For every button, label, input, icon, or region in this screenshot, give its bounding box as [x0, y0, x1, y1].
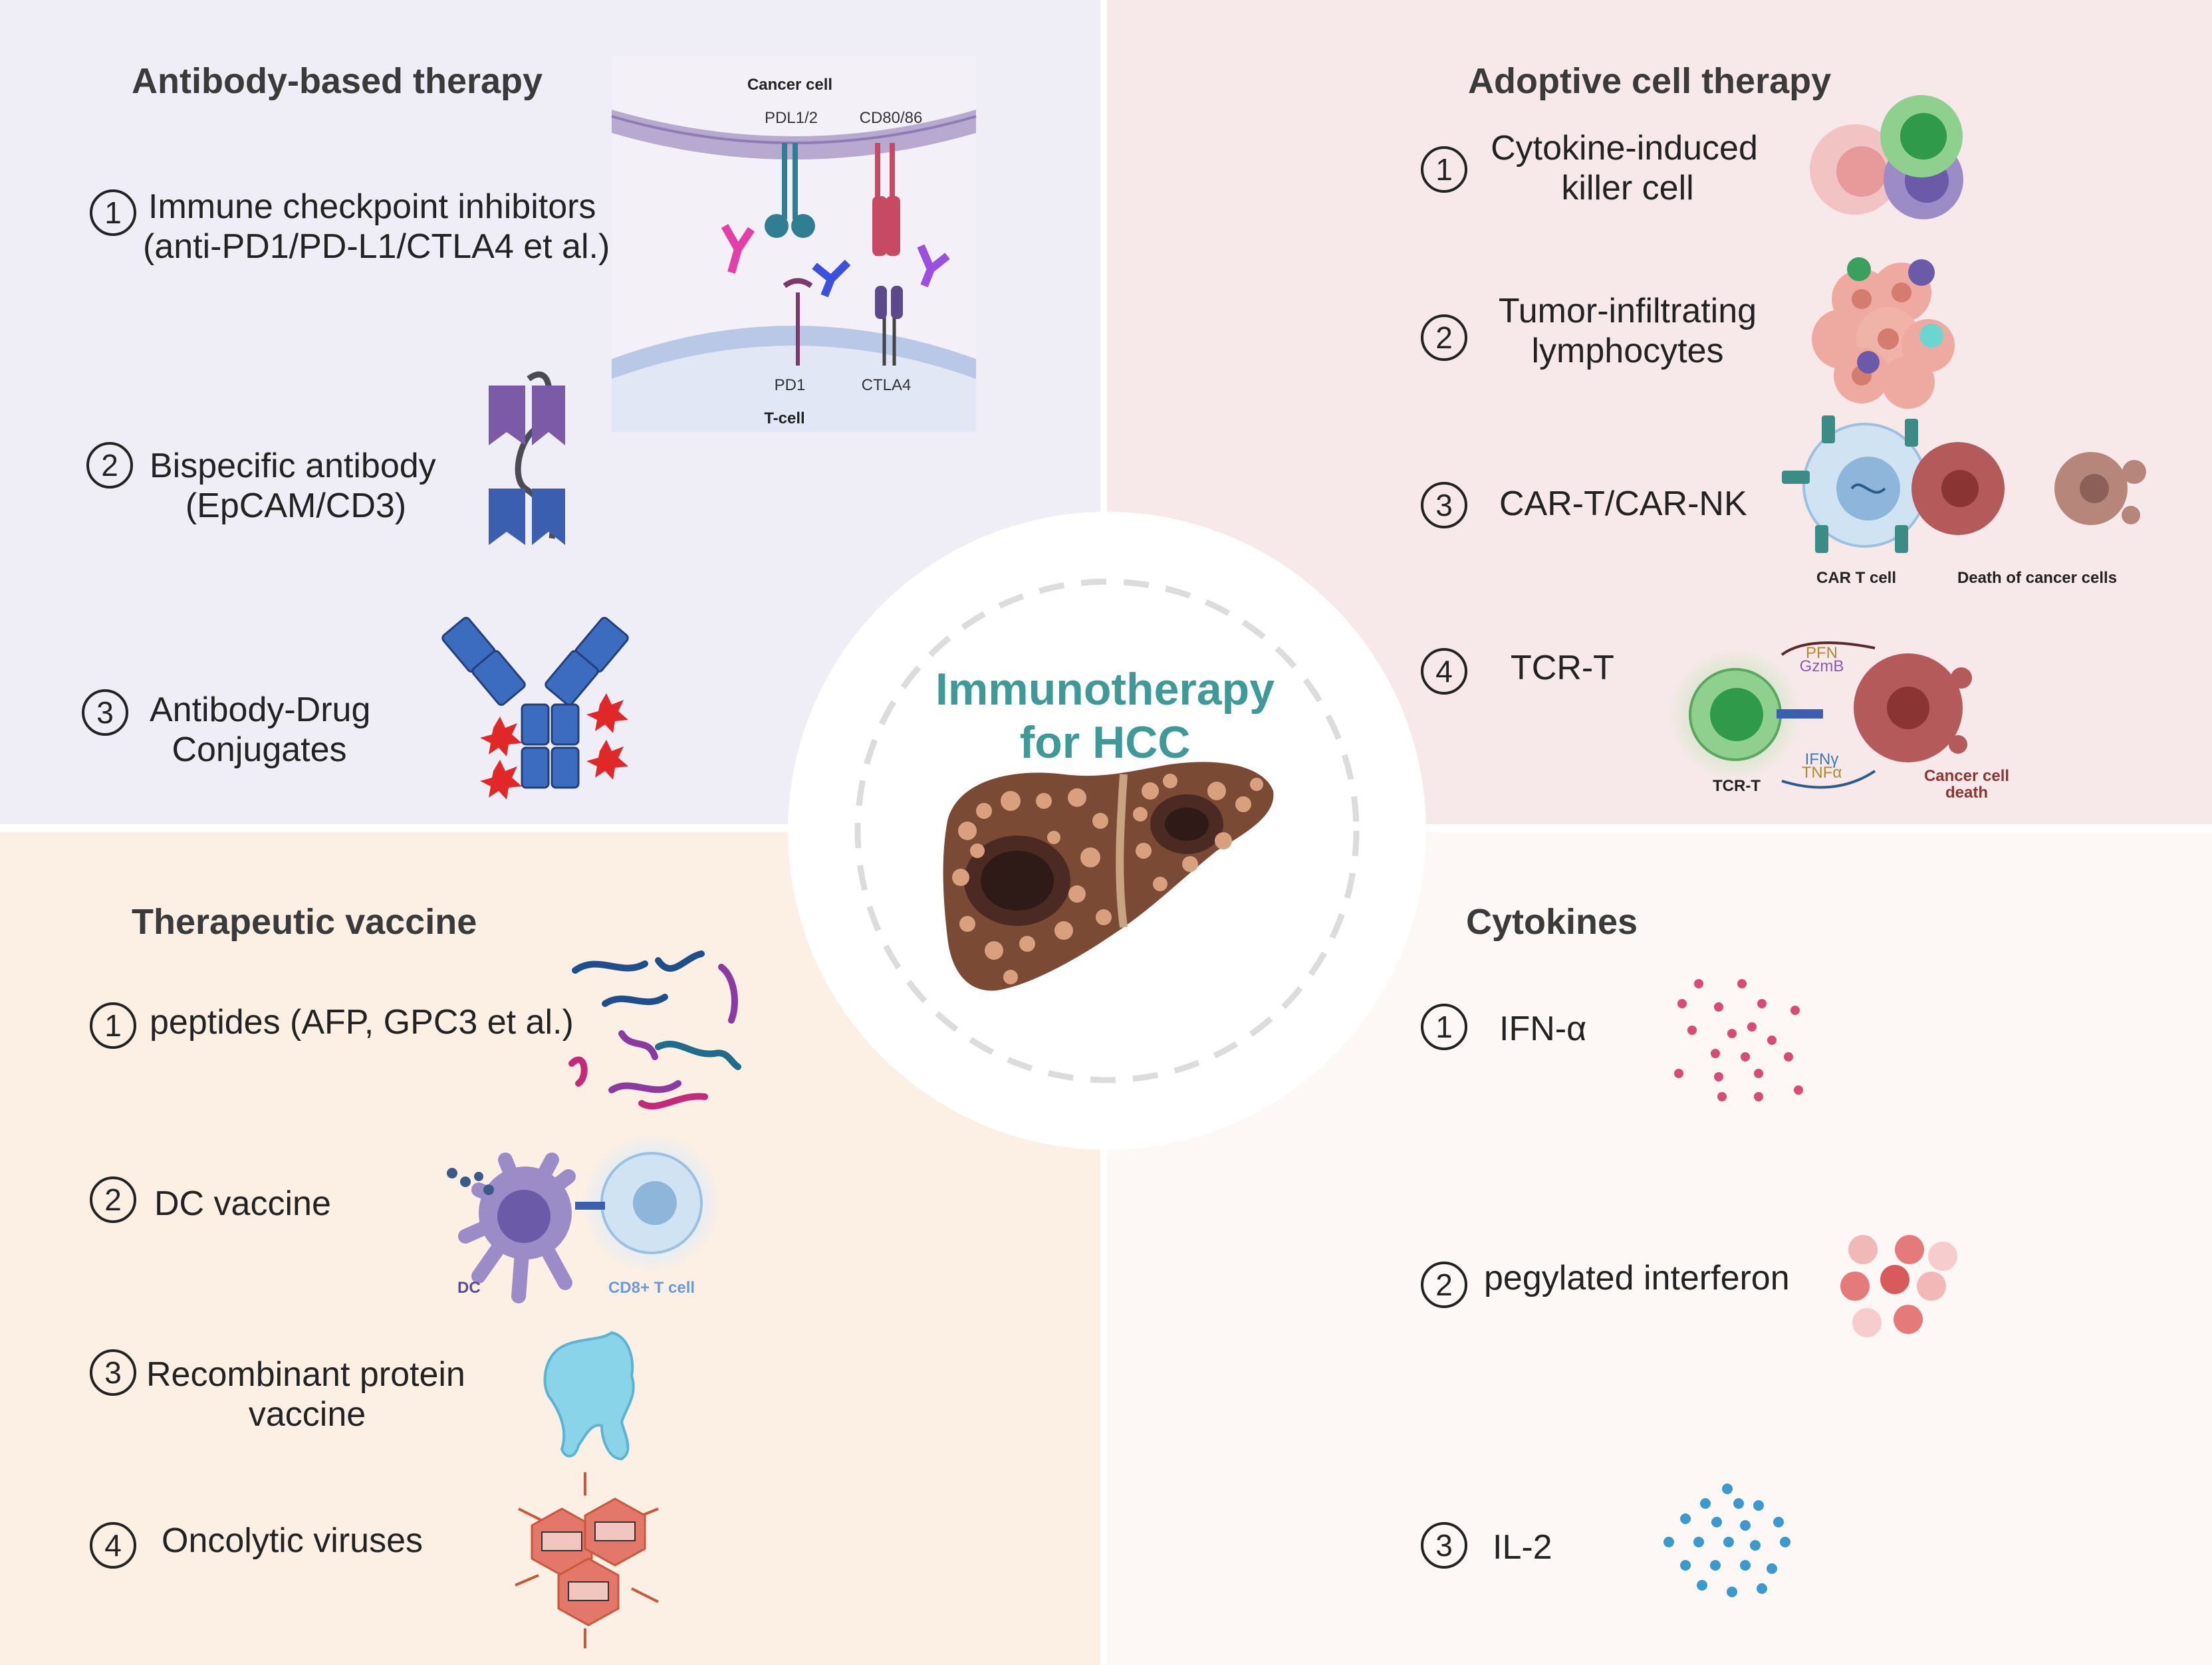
- num-circle: [1421, 1004, 1467, 1050]
- tcr-t-figure: PFN GzmB IFNγ TNFα TCR-T Cancer cell dea…: [1669, 641, 2009, 802]
- num-circle: [1421, 146, 1467, 193]
- til-icon: [1812, 257, 1955, 409]
- num-label: 1: [104, 195, 122, 230]
- num-circle: [90, 1349, 136, 1396]
- num-circle: [1421, 648, 1467, 695]
- num-circle: [1421, 314, 1467, 361]
- label-tnfa: TNFα: [1802, 764, 1842, 782]
- num-circle: [82, 689, 128, 736]
- peptides-icon: [568, 950, 741, 1110]
- label-death-of-cancer-cells: Death of cancer cells: [1957, 569, 2117, 587]
- label-ifng: IFNγ: [1805, 750, 1839, 768]
- num-circle: [1421, 1262, 1467, 1308]
- liver-icon: [943, 762, 1274, 991]
- adc-icon: [441, 617, 629, 800]
- label-cancer-cell: Cancer cell: [747, 76, 832, 94]
- bispecific-antibody-icon: [489, 371, 565, 545]
- num-label: 2: [104, 1182, 122, 1217]
- num-label: 2: [1435, 1268, 1453, 1302]
- item-text: (anti-PD1/PD-L1/CTLA4 et al.): [143, 227, 610, 266]
- label-ctla4: CTLA4: [862, 376, 912, 394]
- num-label: 2: [101, 448, 118, 483]
- item-text: IL-2: [1493, 1528, 1552, 1567]
- cik-cell-icon: [1810, 95, 1963, 219]
- label-car-t-cell: CAR T cell: [1816, 569, 1896, 587]
- adoptive-title: Adoptive cell therapy: [1468, 61, 1831, 101]
- num-label: 3: [96, 695, 114, 730]
- num-label: 4: [104, 1528, 122, 1563]
- center-title-line1: Immunotherapy: [935, 664, 1275, 715]
- label-gzmb: GzmB: [1800, 657, 1844, 675]
- item-text: TCR-T: [1511, 649, 1614, 687]
- num-circle: [1421, 1522, 1467, 1569]
- item-text: Oncolytic viruses: [162, 1521, 423, 1560]
- num-label: 1: [104, 1008, 122, 1043]
- item-text: Recombinant protein: [146, 1355, 465, 1394]
- num-circle: [90, 1002, 136, 1049]
- label-cd80: CD80/86: [860, 109, 923, 127]
- item-text: killer cell: [1561, 169, 1693, 207]
- item-text: pegylated interferon: [1484, 1259, 1790, 1297]
- num-circle: [86, 442, 133, 489]
- vaccine-title: Therapeutic vaccine: [132, 902, 477, 942]
- item-text: (EpCAM/CD3): [185, 487, 406, 525]
- label-pdl: PDL1/2: [765, 109, 818, 127]
- item-text: Bispecific antibody: [150, 447, 436, 485]
- cytokines-title: Cytokines: [1466, 902, 1638, 942]
- num-circle: [90, 189, 136, 236]
- num-label: 1: [1435, 1010, 1453, 1044]
- dc-vaccine-figure: DC CD8+ T cell: [447, 1133, 721, 1303]
- label-tcell: T-cell: [764, 409, 804, 427]
- center-dashed-ring: [854, 578, 1360, 1083]
- num-circle: [1421, 482, 1467, 528]
- item-text: Conjugates: [172, 730, 346, 769]
- item-text: peptides (AFP, GPC3 et al.): [150, 1003, 574, 1042]
- ifn-alpha-icon: [1674, 979, 1803, 1101]
- item-text: vaccine: [249, 1395, 366, 1434]
- label-dc: DC: [457, 1279, 481, 1297]
- antibody-title: Antibody-based therapy: [132, 61, 543, 101]
- oncolytic-virus-icon: [515, 1472, 659, 1648]
- item-text: IFN-α: [1499, 1010, 1586, 1048]
- item-text: Immune checkpoint inhibitors: [148, 187, 596, 226]
- label-cd8-t-cell: CD8+ T cell: [608, 1279, 695, 1297]
- item-text: CAR-T/CAR-NK: [1499, 485, 1747, 523]
- label-pfn: PFN: [1806, 644, 1838, 662]
- num-label: 2: [1435, 320, 1453, 355]
- num-label: 3: [1435, 488, 1453, 522]
- label-cancer-cell-death-2: death: [1945, 784, 1988, 802]
- checkpoint-figure: Cancer cell PDL1/2 CD80/86 PD1 CTLA4 T-c…: [611, 56, 977, 432]
- num-label: 4: [1435, 654, 1453, 689]
- num-label: 1: [1435, 152, 1453, 187]
- item-text: Cytokine-induced: [1491, 129, 1758, 167]
- recombinant-protein-icon: [543, 1331, 635, 1461]
- car-t-figure: CAR T cell Death of cancer cells: [1782, 415, 2146, 587]
- num-circle: [90, 1176, 136, 1223]
- item-text: DC vaccine: [154, 1184, 331, 1223]
- label-tcr-t: TCR-T: [1713, 777, 1761, 795]
- label-pd1: PD1: [775, 376, 806, 394]
- center-title-line2: for HCC: [1020, 717, 1191, 768]
- label-cancer-cell-death-1: Cancer cell: [1924, 767, 2009, 785]
- num-label: 3: [104, 1355, 122, 1390]
- num-circle: [90, 1522, 136, 1569]
- pegylated-interferon-icon: [1840, 1235, 1957, 1337]
- num-label: 3: [1435, 1528, 1453, 1563]
- item-text: Antibody-Drug: [150, 691, 370, 729]
- il2-icon: [1663, 1484, 1790, 1597]
- item-text: Tumor-infiltrating: [1499, 292, 1757, 330]
- item-text: lymphocytes: [1532, 332, 1724, 370]
